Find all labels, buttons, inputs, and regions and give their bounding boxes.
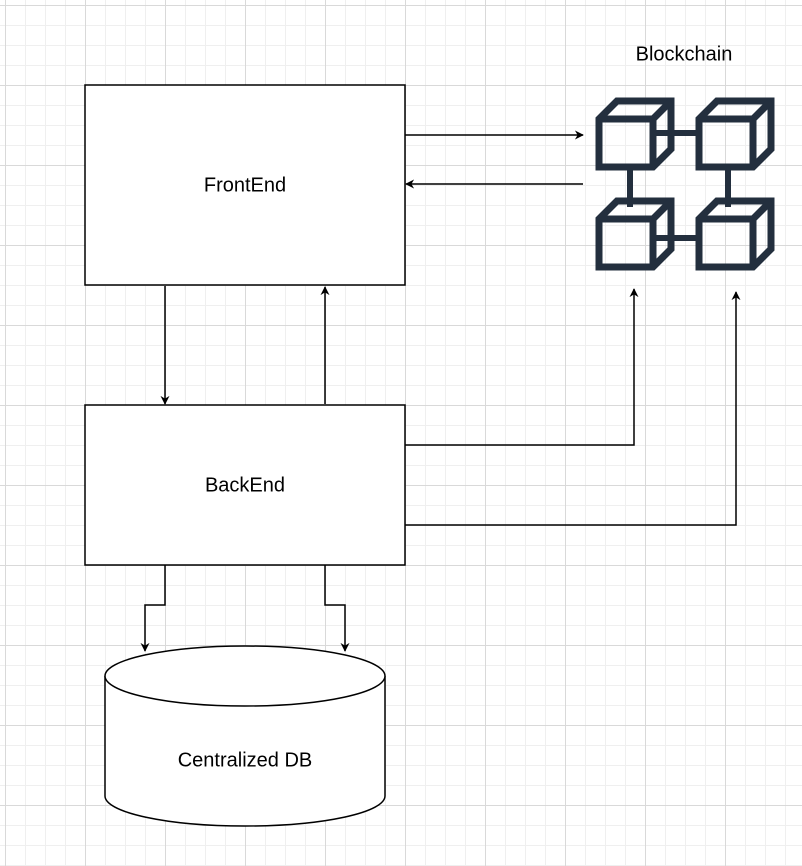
block-cube-icon <box>695 97 775 171</box>
backend-box[interactable] <box>84 404 406 566</box>
frontend-label: FrontEnd <box>204 174 286 196</box>
blockchain-node[interactable]: Blockchain <box>595 43 775 271</box>
blockchain-icon[interactable] <box>595 97 775 271</box>
database-cylinder-body[interactable] <box>104 676 386 827</box>
block-cube-icon <box>595 97 675 171</box>
edges <box>140 130 741 652</box>
edge-backend-to-blockchain-lower[interactable] <box>405 291 741 526</box>
backend-node[interactable]: BackEnd <box>84 404 406 566</box>
database-node[interactable]: Centralized DB <box>104 645 386 827</box>
block-cube-icon <box>595 197 675 271</box>
edge-backend-to-blockchain-upper[interactable] <box>405 288 639 446</box>
frontend-node[interactable]: FrontEnd <box>84 84 406 286</box>
edge-backend-to-database-right[interactable] <box>324 565 350 652</box>
edge-backend-to-database-left[interactable] <box>140 565 166 652</box>
database-cylinder-top[interactable] <box>104 645 386 707</box>
blockchain-label: Blockchain <box>636 43 733 65</box>
block-cube-icon <box>695 197 775 271</box>
frontend-box[interactable] <box>84 84 406 286</box>
backend-label: BackEnd <box>205 474 285 496</box>
database-label: Centralized DB <box>178 749 313 771</box>
